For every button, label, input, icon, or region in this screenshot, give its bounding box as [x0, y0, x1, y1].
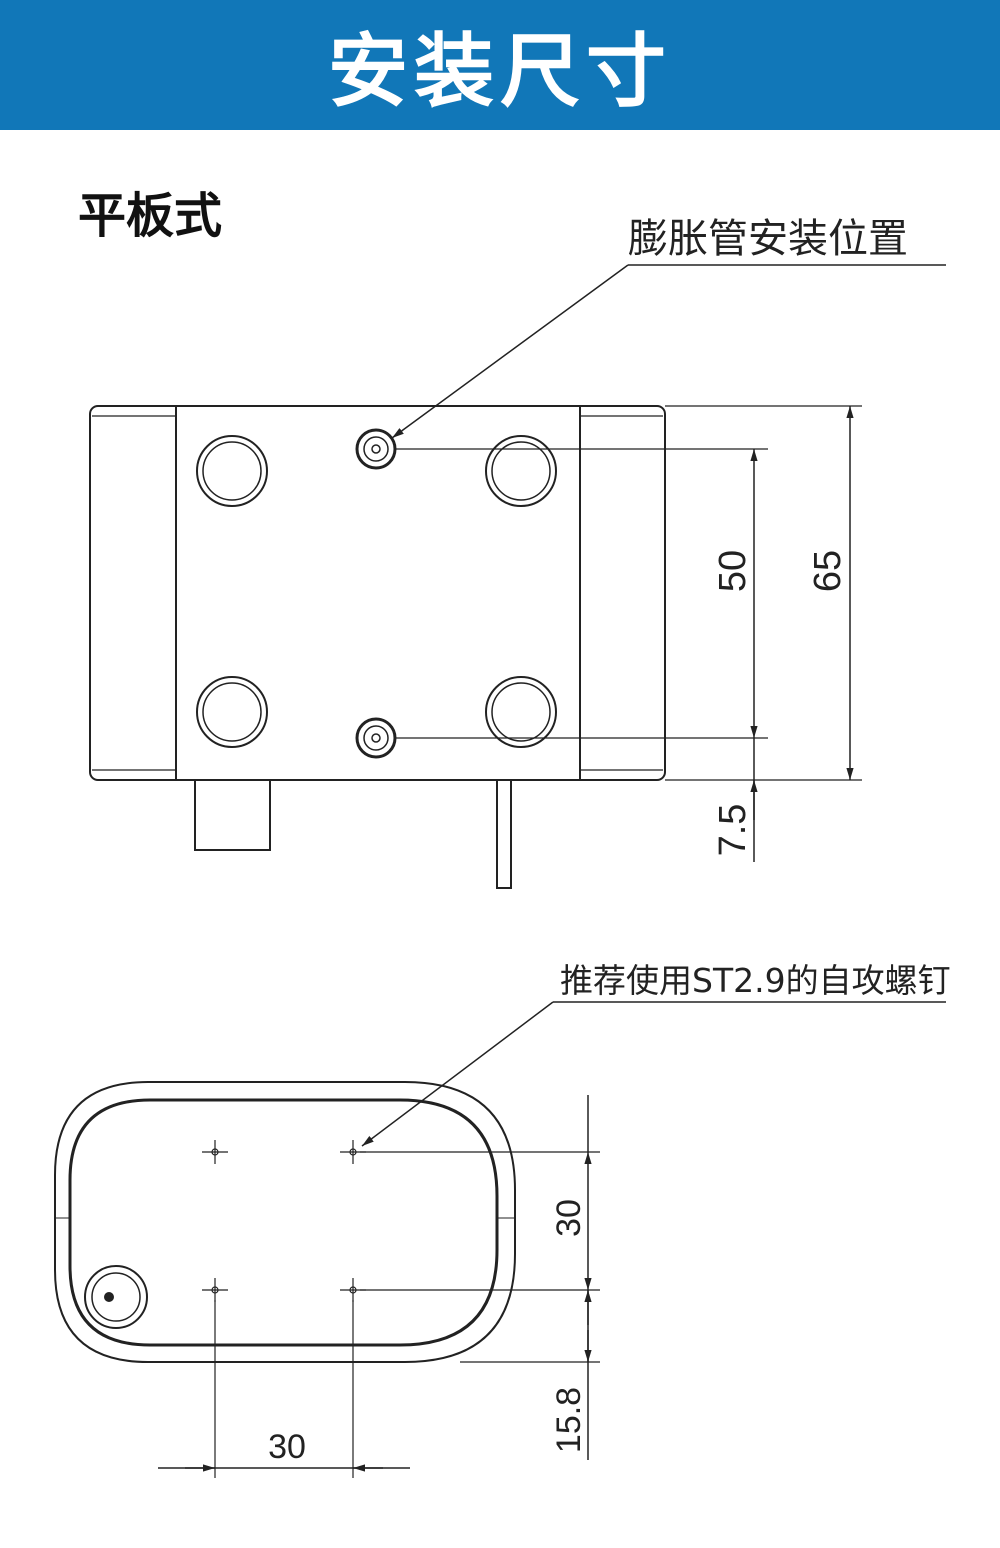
page-title: 安装尺寸 — [328, 25, 672, 118]
mount-hole-bottom-left — [196, 676, 268, 748]
connector-block — [194, 779, 271, 851]
mount-hole-top-right — [485, 435, 557, 507]
top-view — [89, 264, 946, 889]
dimension-label-30-horizontal: 30 — [268, 1428, 306, 1466]
screw-callout-label: 推荐使用ST2.9的自攻螺钉 — [560, 961, 951, 1000]
bottom-view — [54, 1001, 946, 1478]
anchor-position-bottom — [355, 717, 397, 759]
device-body-outline — [89, 405, 666, 781]
dimension-label-50: 50 — [712, 550, 754, 592]
screw-hole-bottom-left — [202, 1278, 228, 1302]
dimension-label-30-vertical: 30 — [550, 1199, 588, 1237]
device-bottom-outline — [54, 1081, 516, 1363]
callout-leader-top — [391, 264, 629, 439]
anchor-position-top — [355, 428, 397, 470]
round-port — [84, 1265, 148, 1329]
mount-hole-bottom-right — [485, 676, 557, 748]
dimension-label-7-5: 7.5 — [712, 804, 754, 857]
section-title: 平板式 — [78, 188, 223, 244]
callout-leader-bottom — [361, 1001, 554, 1147]
connector-pin — [496, 779, 512, 889]
header-banner: 安装尺寸 — [0, 0, 1000, 130]
mount-hole-top-left — [196, 435, 268, 507]
screw-hole-top-left — [202, 1140, 228, 1164]
dimension-label-15-8: 15.8 — [550, 1387, 588, 1453]
anchor-callout-label: 膨胀管安装位置 — [628, 216, 908, 262]
dimension-label-65: 65 — [807, 550, 849, 592]
